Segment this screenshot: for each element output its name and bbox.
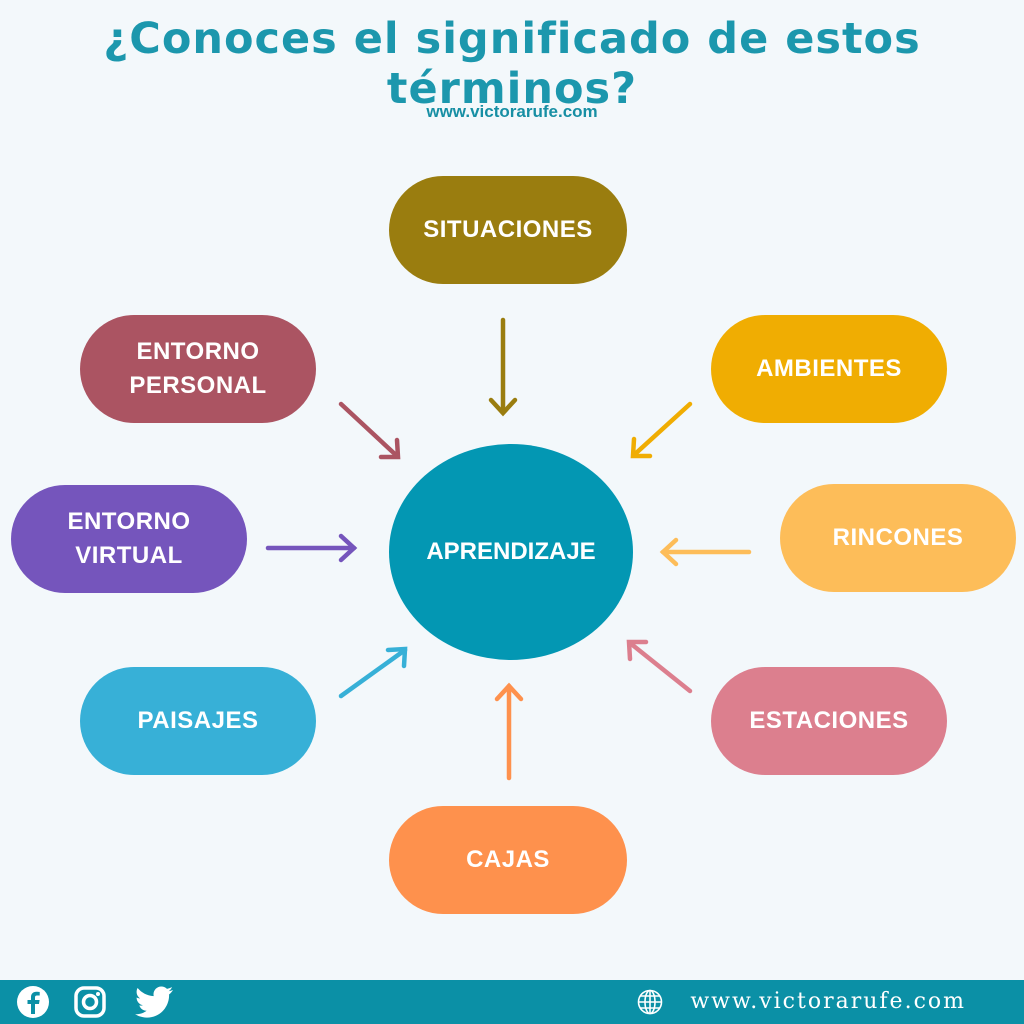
twitter-icon[interactable] (135, 980, 175, 1024)
node-cajas: CAJAS (389, 806, 627, 914)
node-ambientes: AMBIENTES (711, 315, 947, 423)
node-entorno-virtual: ENTORNO VIRTUAL (11, 485, 247, 593)
node-paisajes: PAISAJES (80, 667, 316, 775)
arrow-entorno-virtual (265, 533, 358, 563)
center-node-aprendizaje: APRENDIZAJE (389, 444, 633, 660)
node-entorno-personal: ENTORNO PERSONAL (80, 315, 316, 423)
footer-url[interactable]: www.victorarufe.com (690, 989, 966, 1014)
arrow-rincones (659, 537, 752, 567)
arrow-cajas (494, 682, 524, 781)
arrow-estaciones (626, 639, 693, 694)
node-situaciones: SITUACIONES (389, 176, 627, 284)
arrows-layer (265, 317, 752, 781)
globe-icon (637, 989, 663, 1015)
arrow-entorno-personal (338, 401, 401, 460)
arrow-paisajes (338, 646, 408, 699)
website-link[interactable]: www.victorarufe.com (426, 102, 598, 121)
node-estaciones: ESTACIONES (711, 667, 947, 775)
page-title: ¿Conoces el significado de estos término… (103, 14, 921, 114)
node-rincones: RINCONES (780, 484, 1016, 592)
arrow-situaciones (488, 317, 518, 417)
facebook-icon[interactable] (16, 980, 50, 1024)
footer-bar: www.victorarufe.com (0, 980, 1024, 1024)
arrow-ambientes (630, 401, 693, 459)
instagram-icon[interactable] (73, 980, 107, 1024)
